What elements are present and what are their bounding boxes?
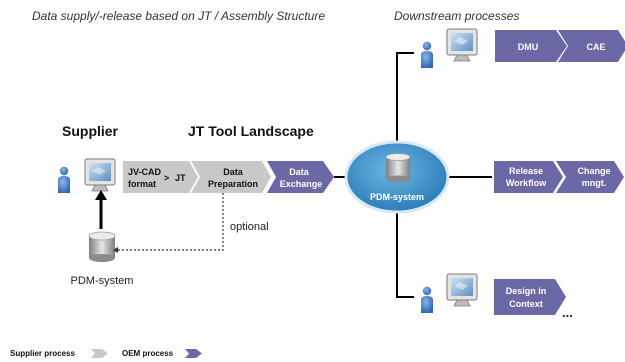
chevron-data-preparation: Data Preparation xyxy=(191,161,271,193)
downstream-bottom-person-icon xyxy=(421,286,433,313)
optional-arrow-head xyxy=(113,247,118,253)
central-pdm-hub: PDM-system xyxy=(344,140,450,214)
legend-supplier-chevron-icon xyxy=(91,349,108,358)
more-ellipsis: ... xyxy=(562,305,573,320)
hub-label: PDM-system xyxy=(370,192,424,202)
legend-oem-chevron-icon xyxy=(185,349,202,358)
supplier-person-icon xyxy=(58,166,70,193)
prep-line2: Preparation xyxy=(208,179,258,189)
jvcad-target: JT xyxy=(175,173,186,183)
hub-connectors xyxy=(396,52,492,298)
design-line1: Design in xyxy=(506,286,547,296)
jt-tool-heading: JT Tool Landscape xyxy=(188,123,314,139)
legend-supplier-label: Supplier process xyxy=(10,349,75,358)
right-caption: Downstream processes xyxy=(394,9,519,23)
jvcad-line1: JV-CAD xyxy=(128,167,162,177)
chevron-release-workflow: Release Workflow xyxy=(494,161,563,193)
change-line1: Change xyxy=(577,166,610,176)
chevron-dmu: DMU xyxy=(495,30,567,62)
downstream-top-monitor-icon xyxy=(446,28,478,62)
dmu-label: DMU xyxy=(518,42,539,52)
cae-label: CAE xyxy=(586,42,605,52)
release-line1: Release xyxy=(509,166,543,176)
chevron-jv-cad-to-jt: JV-CAD format > JT xyxy=(123,161,198,193)
downstream-bottom-monitor-icon xyxy=(446,273,478,307)
downstream-top-person-icon xyxy=(421,41,433,68)
exchange-line2: Exchange xyxy=(280,179,323,189)
jvcad-line2: format xyxy=(128,179,156,189)
chevron-change-mngt: Change mngt. xyxy=(556,161,624,193)
jvcad-arrow-glyph: > xyxy=(164,173,169,183)
release-line2: Workflow xyxy=(506,178,547,188)
left-caption: Data supply/-release based on JT / Assem… xyxy=(32,9,325,23)
chevron-design-in-context: Design in Context xyxy=(494,279,566,315)
supplier-heading: Supplier xyxy=(62,123,119,139)
chevron-data-exchange: Data Exchange xyxy=(267,161,334,193)
change-line2: mngt. xyxy=(582,178,607,188)
upload-arrow-head xyxy=(95,190,107,200)
supplier-pdm-label: PDM-system xyxy=(71,275,134,287)
optional-dotted-path xyxy=(118,193,224,251)
exchange-line1: Data xyxy=(289,167,310,177)
chevron-cae: CAE xyxy=(558,30,625,62)
prep-line1: Data xyxy=(223,167,244,177)
design-line2: Context xyxy=(509,299,543,309)
legend-oem-label: OEM process xyxy=(122,349,174,358)
supplier-pdm-cylinder-icon xyxy=(88,231,116,262)
optional-label: optional xyxy=(230,221,269,233)
supplier-monitor-icon xyxy=(84,158,116,192)
